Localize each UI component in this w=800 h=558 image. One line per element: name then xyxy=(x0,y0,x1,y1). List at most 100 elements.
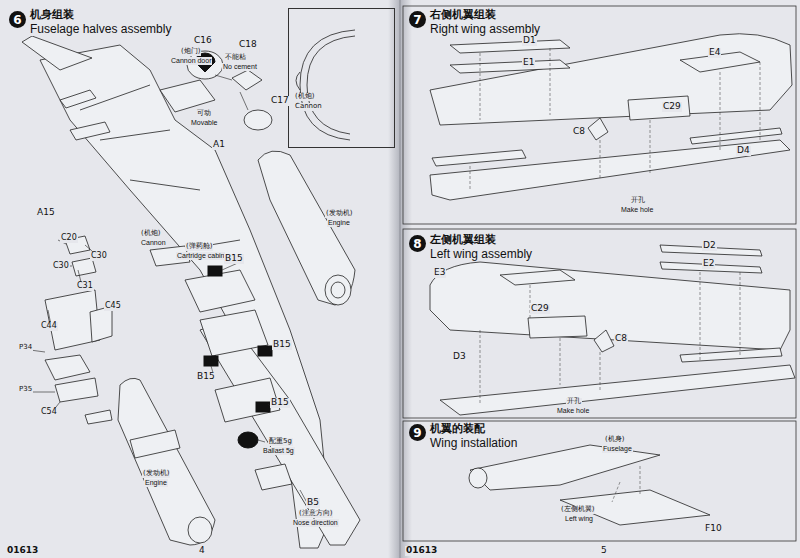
part-label: Nose direction xyxy=(292,519,339,527)
fuselage-drawing-part xyxy=(130,430,180,458)
part-label: 可动 xyxy=(196,110,212,118)
step-frames-part xyxy=(403,6,796,224)
part-label: 4 xyxy=(198,546,206,556)
part-label: D3 xyxy=(452,352,467,362)
wing-drawing-part xyxy=(450,40,570,53)
step-number-text: 6 xyxy=(13,14,21,26)
part-label: (机炮) xyxy=(140,230,161,238)
wing-drawing-part xyxy=(628,96,690,120)
part-label: E4 xyxy=(708,48,721,58)
part-label: B15 xyxy=(196,372,216,382)
fuselage-drawing-part xyxy=(22,36,92,70)
leader-lines-part xyxy=(211,262,272,406)
part-label: Engine xyxy=(144,479,168,487)
wing-drawing-part xyxy=(500,270,575,285)
part-label: D1 xyxy=(522,36,537,46)
part-label: 开孔 xyxy=(630,197,646,205)
part-label: C16 xyxy=(193,36,213,46)
inset-label: Cannon xyxy=(295,103,322,111)
part-label: B5 xyxy=(306,498,320,508)
fuselage-drawing-part xyxy=(188,517,212,543)
fuselage-drawing-part xyxy=(325,275,351,305)
step-heading: 机翼的装配 xyxy=(429,423,486,435)
part-label: 开孔 xyxy=(566,398,582,406)
paper-part xyxy=(388,0,412,558)
part-label: C29 xyxy=(530,304,550,314)
part-label: E2 xyxy=(702,259,715,269)
black-parts-part xyxy=(204,356,218,366)
inset-illustration xyxy=(296,30,355,140)
part-label: C18 xyxy=(238,40,258,50)
wing-drawing-part xyxy=(690,128,782,144)
fuselage-drawing-part xyxy=(80,85,240,250)
wing-drawing-part xyxy=(528,316,587,338)
leader-lines-part xyxy=(30,310,60,412)
part-label: (左侧机翼) xyxy=(560,506,595,514)
step-frames-part xyxy=(403,421,796,541)
fuselage-drawing-part xyxy=(331,282,345,298)
fuselage-drawing xyxy=(22,36,360,548)
fuselage-drawing-part xyxy=(90,306,112,342)
part-label: A1 xyxy=(212,140,226,150)
part-label: P35 xyxy=(18,386,33,394)
leader-lines-part xyxy=(258,440,310,508)
part-label: (发动机) xyxy=(142,470,170,478)
part-label: Movable xyxy=(190,119,218,127)
fuselage-drawing-part xyxy=(232,70,262,90)
part-label: C30 xyxy=(52,262,70,271)
leader-lines-part xyxy=(213,75,248,150)
part-label: No cement xyxy=(222,63,258,71)
part-label: C54 xyxy=(40,408,58,417)
part-label: Cannon door xyxy=(170,57,212,65)
part-label: (注意方向) xyxy=(298,510,333,518)
assembly-lines-part xyxy=(612,466,640,502)
wing-drawing xyxy=(430,34,795,525)
wing-drawing-part xyxy=(469,468,487,488)
part-label: 01613 xyxy=(6,546,39,556)
inset-illustration-part xyxy=(307,36,355,134)
black-parts-part xyxy=(238,432,258,448)
part-label: C45 xyxy=(104,302,122,311)
part-label: Ballast 5g xyxy=(262,447,295,455)
assembly-lines xyxy=(470,48,760,502)
fuselage-drawing-part xyxy=(244,110,272,130)
fuselage-drawing-part xyxy=(85,410,112,424)
part-label: (炮门) xyxy=(180,48,201,56)
fuselage-drawing-part xyxy=(40,45,330,548)
part-label: F10 xyxy=(704,524,723,534)
step-heading: Left wing assembly xyxy=(429,248,533,261)
step-number: 8 xyxy=(409,235,426,252)
inset-illustration-part xyxy=(296,72,300,90)
fuselage-drawing-part xyxy=(255,464,292,490)
part-label: 01613 xyxy=(405,546,438,556)
wing-drawing-part xyxy=(430,262,790,350)
step-number-text: 7 xyxy=(413,14,421,26)
fuselage-drawing-part xyxy=(55,378,98,402)
part-label: 不能粘 xyxy=(224,54,247,62)
fuselage-drawing-part xyxy=(258,151,355,305)
step-frames xyxy=(403,6,796,541)
wing-drawing-part xyxy=(430,140,790,200)
fuselage-drawing-part xyxy=(160,80,215,112)
part-label: Cartridge cabin xyxy=(176,252,225,260)
part-label: Engine xyxy=(327,219,351,227)
black-parts-part xyxy=(208,266,222,276)
fuselage-drawing-part xyxy=(118,378,215,545)
part-label: C30 xyxy=(90,252,108,261)
part-label: Fuselage xyxy=(602,445,633,453)
black-parts-part xyxy=(256,402,270,412)
wing-drawing-part xyxy=(450,60,570,73)
step-heading: Right wing assembly xyxy=(429,23,541,36)
part-label: (发动机) xyxy=(325,210,353,218)
step-number: 6 xyxy=(9,11,26,28)
step-number-text: 8 xyxy=(413,238,421,250)
part-label: Left wing xyxy=(564,515,594,523)
wing-drawing-part xyxy=(440,365,795,415)
part-label: Make hole xyxy=(620,206,654,214)
part-label: C29 xyxy=(662,102,682,112)
part-label: C31 xyxy=(76,282,94,291)
